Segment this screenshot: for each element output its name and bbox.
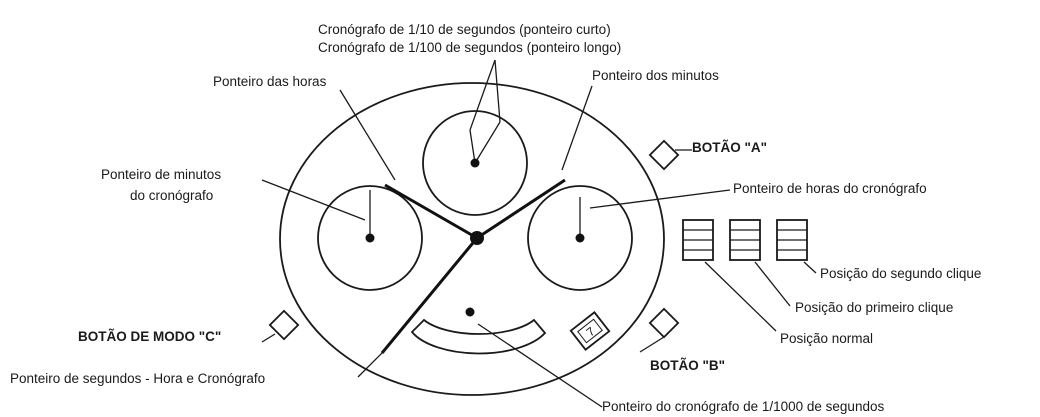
main-pivot	[470, 231, 484, 245]
label-second-click: Posição do segundo clique	[820, 266, 981, 281]
label-chrono-minutes-1: Ponteiro de minutos	[101, 167, 221, 182]
crown-position-normal	[682, 219, 714, 261]
main-minute-hand	[476, 178, 566, 240]
date-window: 7	[569, 311, 611, 351]
label-seconds-hand: Ponteiro de segundos - Hora e Cronógrafo	[10, 371, 265, 386]
crown-position-second-click	[776, 219, 808, 261]
label-normal-position: Posição normal	[780, 331, 873, 346]
top-subdial-hand-short	[469, 129, 476, 164]
label-chrono-hundredth: Cronógrafo de 1/100 de segundos (ponteir…	[318, 40, 621, 55]
top-subdial-hand-long	[474, 121, 501, 164]
right-subdial-pivot	[575, 233, 585, 243]
button-b[interactable]	[648, 307, 680, 339]
label-first-click: Posição do primeiro clique	[795, 300, 953, 315]
label-chrono-tenth: Cronógrafo de 1/10 de segundos (ponteiro…	[318, 22, 611, 37]
bottom-sector-pivot	[465, 307, 475, 317]
label-hour-hand: Ponteiro das horas	[213, 74, 327, 89]
label-minute-hand: Ponteiro dos minutos	[592, 68, 719, 83]
left-subdial-pivot	[365, 233, 375, 243]
button-a[interactable]	[648, 139, 680, 171]
right-subdial	[527, 185, 633, 291]
label-chrono-minutes-2: do cronógrafo	[130, 188, 213, 203]
bottom-sector	[410, 318, 547, 355]
left-subdial	[317, 185, 423, 291]
label-chrono-thousandth: Ponteiro do cronógrafo de 1/1000 de segu…	[602, 399, 884, 414]
label-button-b: BOTÃO "B"	[650, 358, 725, 373]
leader-lines	[261, 59, 817, 408]
label-mode-button-c: BOTÃO DE MODO "C"	[78, 329, 221, 344]
label-chrono-hours: Ponteiro de horas do cronógrafo	[733, 181, 927, 196]
top-subdial	[422, 110, 528, 216]
main-seconds-hand	[380, 237, 479, 354]
watch-case	[279, 82, 665, 396]
mode-button-c[interactable]	[268, 309, 300, 341]
main-hour-hand	[384, 183, 478, 240]
label-button-a: BOTÃO "A"	[692, 140, 767, 155]
crown-position-first-click	[729, 219, 761, 261]
top-subdial-pivot	[470, 158, 480, 168]
